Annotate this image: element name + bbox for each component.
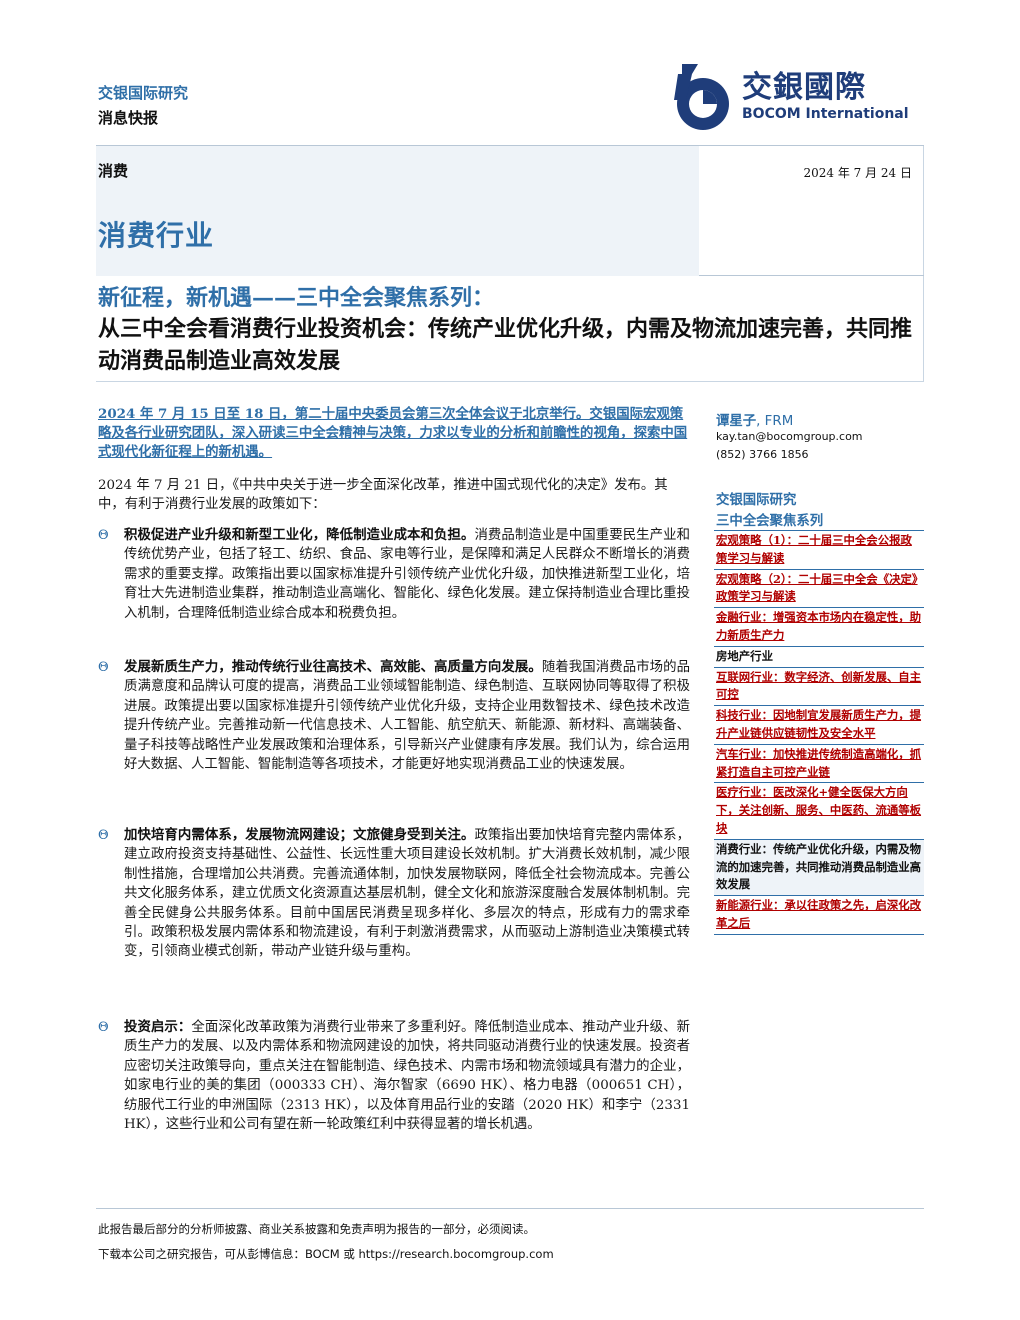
- related-report-link[interactable]: 医疗行业：医改深化+健全医保大方向下，关注创新、服务、中医药、流通等板块: [714, 782, 924, 838]
- logo-chinese-text: 交銀國際: [742, 70, 866, 105]
- bullet-bold: 加快培育内需体系，发展物流网建设；文旅健身受到关注。: [124, 827, 475, 843]
- footer-download: 下载本公司之研究报告，可从彭博信息：BOCM 或 https://researc…: [98, 1246, 554, 1262]
- bullet-bold: 发展新质生产力，推动传统行业往高技术、高效能、高质量方向发展。: [124, 659, 542, 675]
- bullet-bold: 投资启示：: [124, 1019, 192, 1035]
- author-name: 谭星子, FRM: [716, 409, 793, 429]
- bullet-text: 加快培育内需体系，发展物流网建设；文旅健身受到关注。政策指出要加快培育完整内需体…: [124, 826, 690, 962]
- bullet-text: 积极促进产业升级和新型工业化，降低制造业成本和负担。消费品制造业是中国重要民生产…: [124, 526, 690, 623]
- related-reports-list: 宏观策略（1）：二十届三中全会公报政策学习与解读 宏观策略（2）：二十届三中全会…: [714, 530, 924, 935]
- related-report-link[interactable]: 金融行业：增强资本市场内在稳定性，助力新质生产力: [714, 607, 924, 646]
- bullet-text: 投资启示：全面深化改革政策为消费行业带来了多重利好。降低制造业成本、推动产业升级…: [124, 1018, 690, 1134]
- main-title: 从三中全会看消费行业投资机会：传统产业优化升级，内需及物流加速完善，共同推动消费…: [98, 316, 913, 374]
- sidebar-subheading: 三中全会聚焦系列: [716, 513, 824, 529]
- footer-rule: [96, 1208, 924, 1209]
- author-email[interactable]: kay.tan@bocomgroup.com: [716, 430, 863, 443]
- report-type: 消息快报: [98, 109, 159, 127]
- bullet-marker-icon: Θ: [98, 828, 109, 843]
- related-report-link[interactable]: 宏观策略（1）：二十届三中全会公报政策学习与解读: [714, 530, 924, 569]
- bullet-body: 政策指出要加快培育完整内需体系，建立政府投资支持基础性、公益性、长远性重大项目建…: [124, 828, 691, 960]
- author-cert: , FRM: [756, 414, 794, 429]
- logo-english-text: BOCOM International: [742, 106, 909, 122]
- industry-title: 消费行业: [98, 219, 215, 252]
- related-report-link[interactable]: 互联网行业：数字经济、创新发展、自主可控: [714, 666, 924, 706]
- bullet-bold: 积极促进产业升级和新型工业化，降低制造业成本和负担。: [124, 527, 475, 543]
- report-date: 2024 年 7 月 24 日: [803, 166, 912, 180]
- download-links[interactable]: BOCM 或 https://research.bocomgroup.com: [305, 1247, 554, 1261]
- header-band: [96, 146, 699, 276]
- sector-label: 消费: [98, 162, 129, 180]
- sidebar-heading: 交银国际研究: [716, 492, 797, 508]
- author-name-text: 谭星子: [716, 413, 757, 429]
- brand-name: 交银国际研究: [98, 84, 189, 102]
- lead-paragraph: 2024 年 7 月 15 日至 18 日，第二十届中央委员会第三次全体会议于北…: [98, 406, 688, 460]
- bocom-logo-icon: [674, 64, 729, 130]
- bullet-marker-icon: Θ: [98, 528, 109, 543]
- header-top-rule: [96, 145, 924, 146]
- title-box: [96, 276, 924, 382]
- related-report-link[interactable]: 汽车行业：加快推进传统制造高端化，抓紧打造自主可控产业链: [714, 743, 924, 783]
- bullet-body: 随着我国消费品市场的品质满意度和品牌认可度的提高，消费品工业领域智能制造、绿色制…: [124, 660, 691, 773]
- related-report-link[interactable]: 新能源行业：承以往政策之先，启深化改革之后: [714, 895, 924, 935]
- bullet-marker-icon: Θ: [98, 1020, 109, 1035]
- footer-disclaimer: 此报告最后部分的分析师披露、商业关系披露和免责声明为报告的一部分，必须阅读。: [98, 1222, 535, 1236]
- header-band-right: [699, 146, 924, 276]
- author-phone: (852) 3766 1856: [716, 448, 809, 461]
- current-report-item: 消费行业：传统产业优化升级，内需及物流的加速完善，共同推动消费品制造业高效发展: [714, 838, 924, 896]
- header-mid-rule: [699, 275, 924, 276]
- bullet-text: 发展新质生产力，推动传统行业往高技术、高效能、高质量方向发展。随着我国消费品市场…: [124, 658, 690, 774]
- intro-paragraph: 2024 年 7 月 21 日，《中共中央关于进一步全面深化改革，推进中国式现代…: [98, 478, 668, 512]
- series-title: 新征程，新机遇——三中全会聚焦系列：: [98, 285, 495, 311]
- bullet-body: 消费品制造业是中国重要民生产业和传统优势产业，包括了轻工、纺织、食品、家电等行业…: [124, 528, 691, 621]
- related-report-label: 房地产行业: [714, 645, 924, 667]
- bullet-marker-icon: Θ: [98, 660, 109, 675]
- download-prefix: 下载本公司之研究报告，可从彭博信息：: [98, 1247, 305, 1261]
- related-report-link[interactable]: 宏观策略（2）：二十届三中全会《决定》政策学习与解读: [714, 568, 924, 608]
- bocom-logo: 交銀國際 BOCOM International: [668, 60, 924, 132]
- bullet-body: 全面深化改革政策为消费行业带来了多重利好。降低制造业成本、推动产业升级、新质生产…: [124, 1020, 691, 1133]
- related-report-link[interactable]: 科技行业：因地制宜发展新质生产力，提升产业链供应链韧性及安全水平: [714, 705, 924, 744]
